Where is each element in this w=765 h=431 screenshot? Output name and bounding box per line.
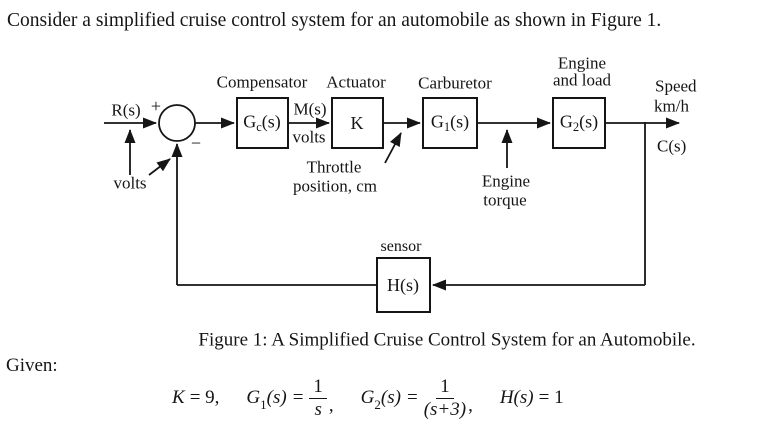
throttle-label-line2: position, cm <box>292 176 378 196</box>
actuator-block-label: K <box>350 113 364 133</box>
sensor-title: sensor <box>380 238 422 255</box>
carburetor-args: (s) <box>450 111 470 132</box>
eq-g1-numerator: 1 <box>309 376 327 399</box>
carburetor-subscript: 1 <box>443 120 451 134</box>
volts-feedback-pointer-arrow <box>148 158 171 176</box>
input-volts-label: volts <box>113 173 147 193</box>
sensor-block-box <box>376 257 431 313</box>
sensor-block-label: H(s) <box>387 275 419 295</box>
engine-load-block-label: G2(s) <box>560 113 598 134</box>
eq-k-var: K <box>172 387 185 408</box>
compensator-block-box <box>236 97 289 149</box>
compensator-title: Compensator <box>216 72 308 92</box>
m-signal-label: M(s) <box>293 99 327 119</box>
engine-torque-label-line2: torque <box>483 190 527 210</box>
input-signal-label: R(s) <box>111 100 141 120</box>
engine-load-subscript: 2 <box>572 120 580 134</box>
eq-g2-fraction: 1(s+3) <box>423 376 467 420</box>
compensator-block-label: Gc(s) <box>243 113 281 134</box>
problem-statement: Consider a simplified cruise control sys… <box>7 10 662 31</box>
carburetor-block-box <box>422 97 478 149</box>
equation-k: K= 9, <box>172 387 219 409</box>
output-signal-label: C(s) <box>657 136 687 156</box>
engine-load-title-line1: Engine <box>557 53 607 73</box>
eq-g2-subscript: 2 <box>374 397 381 412</box>
plus-sign: + <box>150 96 162 116</box>
carburetor-block-label: G1(s) <box>431 113 469 134</box>
carburetor-symbol: G <box>430 111 444 132</box>
carburetor-title: Carburetor <box>418 73 492 93</box>
eq-g2-args: (s) <box>380 387 401 408</box>
eq-g1-args: (s) <box>266 387 287 408</box>
eq-g2-comma: , <box>468 395 473 416</box>
eq-g1-subscript: 1 <box>260 397 267 412</box>
minus-sign: − <box>190 133 202 153</box>
engine-load-symbol: G <box>559 111 573 132</box>
actuator-title: Actuator <box>326 72 386 92</box>
eq-g1-denominator: s <box>314 398 322 420</box>
figure-caption: Figure 1: A Simplified Cruise Control Sy… <box>198 329 696 351</box>
summing-junction <box>158 104 196 142</box>
throttle-label-line1: Throttle <box>306 157 362 177</box>
m-unit-label: volts <box>292 127 326 147</box>
eq-h-var: H <box>499 387 514 408</box>
equation-h: H(s)= 1 <box>500 387 564 409</box>
given-label: Given: <box>6 355 58 376</box>
speed-label-line1: Speed <box>655 76 697 96</box>
eq-g2-var: G <box>360 387 375 408</box>
eq-k-value: = 9, <box>189 387 220 408</box>
compensator-symbol: G <box>243 111 257 132</box>
engine-load-args: (s) <box>579 111 599 132</box>
throttle-position-pointer-arrow <box>384 132 402 164</box>
compensator-args: (s) <box>261 111 281 132</box>
eq-g2-equals: = <box>406 387 418 408</box>
speed-label-line2: km/h <box>654 96 689 116</box>
eq-g1-equals: = <box>292 387 304 408</box>
eq-h-args: (s) <box>513 387 534 408</box>
compensator-subscript: c <box>256 120 262 134</box>
eq-g1-comma: , <box>328 395 334 416</box>
eq-g1-var: G <box>246 387 261 408</box>
engine-load-title-line2: and load <box>552 70 612 90</box>
eq-g2-numerator: 1 <box>436 376 454 399</box>
eq-h-value: = 1 <box>538 387 564 408</box>
eq-g2-denominator: (s+3) <box>423 398 467 420</box>
engine-torque-label-line1: Engine <box>481 171 531 191</box>
